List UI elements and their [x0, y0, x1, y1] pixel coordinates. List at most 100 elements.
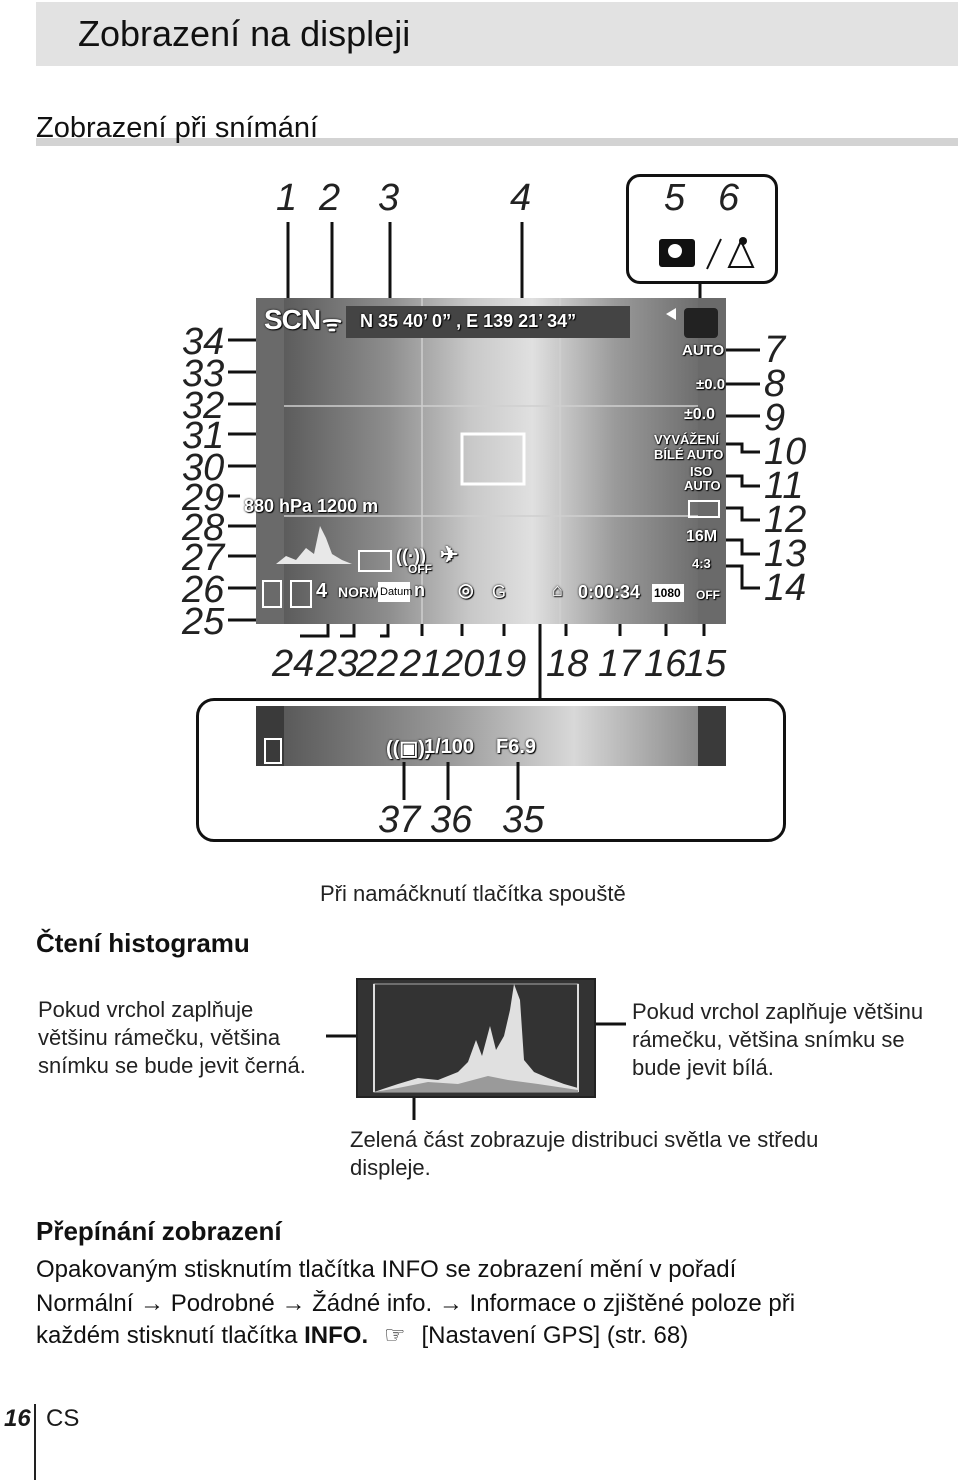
title-bar — [36, 2, 958, 66]
stabilizer-state: OFF — [408, 562, 432, 576]
histogram-heading: Čtení histogramu — [36, 928, 250, 958]
altitude-pressure: 880 hPa 1200 m — [244, 496, 379, 516]
wifi-icon: ᯤ — [322, 311, 343, 336]
landscape-portrait-icon — [727, 237, 755, 268]
stabilizer-icon-2: ((▣)) — [386, 738, 432, 760]
rec-time: 0:00:34 — [578, 582, 641, 602]
callout-37: 37 — [378, 799, 421, 841]
language-code: CS — [46, 1405, 80, 1432]
footer-divider — [34, 1404, 36, 1480]
remaining-shots: 4 — [316, 580, 328, 602]
callout-34: 34 — [182, 321, 225, 363]
callout-24: 24 — [272, 643, 315, 685]
iso-label: ISO — [690, 464, 713, 479]
flash-compensation: ±0.0 — [696, 376, 726, 393]
callout-17: 17 — [598, 643, 641, 685]
half-press-lcd: ((▣)) 1/100 F6.9 — [256, 706, 726, 766]
callout-10: 10 — [764, 431, 807, 473]
callout-23: 23 — [316, 643, 359, 685]
callout-22: 22 — [356, 643, 399, 685]
aperture: F6.9 — [496, 736, 537, 758]
battery-icon — [262, 580, 282, 608]
callout-20: 20 — [442, 643, 485, 685]
sd-card-icon — [290, 580, 312, 608]
reference-hand-icon: ☞ — [384, 1322, 406, 1349]
scene-portrait-icon — [684, 308, 718, 338]
histogram-lines — [326, 1022, 626, 1120]
callout-1: 1 — [276, 177, 298, 219]
date-stamp: Datum — [380, 586, 413, 598]
live-view-photo — [284, 298, 698, 624]
callout-8: 8 — [764, 363, 786, 405]
grid-overlay — [276, 298, 698, 624]
histogram-right-text: Pokud vrchol zaplňuje většinu rámečku, v… — [632, 999, 924, 1080]
callout-7: 7 — [764, 329, 786, 371]
resolution-box — [652, 584, 684, 602]
callout-5: 5 — [664, 177, 686, 219]
mic-state: OFF — [696, 588, 720, 602]
half-press-lines — [402, 762, 520, 800]
callout-18: 18 — [546, 643, 589, 685]
callout-14: 14 — [764, 567, 807, 609]
gps-icon: G — [492, 582, 507, 602]
half-press-caption: Při namáčknutí tlačítka spouště — [320, 881, 626, 906]
callout-31: 31 — [182, 415, 225, 457]
callout-9: 9 — [764, 397, 786, 439]
af-target-frame — [460, 432, 526, 486]
callout-33: 33 — [182, 353, 225, 395]
switching-line-2: Normální → Podrobné → Žádné info. → Info… — [36, 1290, 796, 1317]
histogram-bottom-text: Zelená část zobrazuje distribuci světla … — [350, 1127, 819, 1180]
switching-line-3-pre: každém stisknutí tlačítka — [36, 1322, 305, 1349]
movie-icon: ⌂ — [552, 580, 563, 600]
callout-4: 4 — [510, 177, 532, 219]
exposure-compensation: ±0.0 — [684, 406, 716, 423]
switching-line-1: Opakovaným stisknutím tlačítka INFO se z… — [36, 1256, 737, 1283]
stabilizer-icon: ((·)) — [396, 546, 426, 566]
callout-12: 12 — [764, 499, 807, 541]
camera-icon — [358, 550, 392, 572]
histogram-box — [356, 978, 596, 1098]
callout-6: 6 — [718, 177, 740, 219]
callout-16: 16 — [644, 643, 687, 685]
switching-heading: Přepínání zobrazení — [36, 1216, 282, 1246]
histogram-graph — [373, 983, 579, 1093]
callout-2: 2 — [319, 177, 341, 219]
callout-13: 13 — [764, 533, 807, 575]
callout-27: 27 — [182, 537, 225, 579]
callout-19: 19 — [484, 643, 527, 685]
switching-line-3-post: [Nastavení GPS] (str. 68) — [421, 1322, 689, 1349]
section-underline — [36, 138, 958, 146]
callout-35: 35 — [502, 799, 545, 841]
arrow-left-icon — [666, 308, 676, 320]
iso-value: AUTO — [684, 478, 721, 493]
histogram-left-text: Pokud vrchol zaplňuje většinu rámečku, v… — [38, 997, 306, 1078]
gps-coords: N 35 40’ 0” , E 139 21’ 34” — [360, 311, 577, 331]
callout-32: 32 — [182, 385, 225, 427]
wb-label: VYVÁŽENÍ — [654, 432, 720, 447]
callout-28: 28 — [182, 507, 225, 549]
portrait-icon — [659, 237, 755, 270]
scn-mode: SCN — [264, 304, 321, 335]
callout-21: 21 — [400, 643, 443, 685]
callout-36: 36 — [430, 799, 473, 841]
mode-icons-box — [626, 174, 778, 284]
switching-line-3: každém stisknutí tlačítka INFO. ☞ [Nasta… — [36, 1320, 688, 1352]
section-title: Zobrazení při snímání — [36, 112, 319, 144]
camera-lcd: SCN ᯤ N 35 40’ 0” , E 139 21’ 34” AUTO ±… — [244, 298, 726, 624]
date-stamp-box — [378, 582, 410, 602]
info-bold: INFO. — [304, 1322, 369, 1349]
page-title: Zobrazení na displeji — [78, 13, 411, 54]
callout-11: 11 — [764, 465, 804, 507]
airplane-icon: ✈ — [440, 542, 459, 567]
page-number: 16 — [4, 1405, 31, 1432]
aspect-ratio: 4:3 — [692, 556, 711, 571]
wb-value: BÍLÉ AUTO — [654, 447, 724, 462]
gps-coords-bar — [346, 306, 630, 338]
shutter-speed: 1/100 — [424, 736, 475, 758]
callout-26: 26 — [182, 569, 225, 611]
resolution: 1080 — [654, 586, 681, 600]
callout-30: 30 — [182, 447, 225, 489]
callout-29: 29 — [182, 477, 225, 519]
image-size: 16M — [686, 528, 718, 545]
callout-15: 15 — [684, 643, 727, 685]
